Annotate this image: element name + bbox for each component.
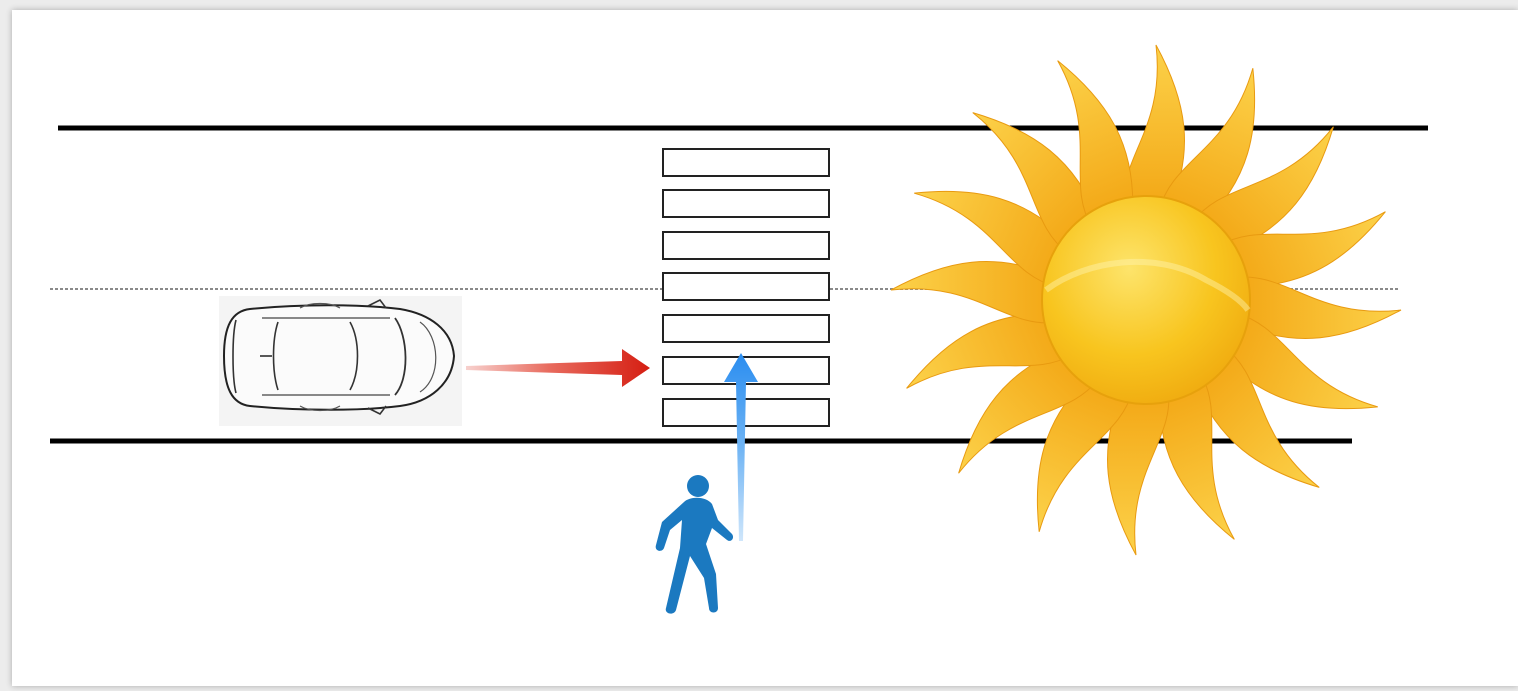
sun-ray bbox=[890, 261, 1059, 324]
crosswalk-stripe bbox=[662, 189, 830, 218]
car-direction-arrow bbox=[466, 349, 650, 387]
car-icon bbox=[219, 296, 462, 426]
sun-ray bbox=[1158, 372, 1235, 540]
sun-ray bbox=[1233, 276, 1402, 339]
sun-ray bbox=[1192, 126, 1334, 254]
sun-ray bbox=[1218, 211, 1386, 288]
sun-ray bbox=[1192, 346, 1320, 488]
pedestrian-icon bbox=[655, 475, 734, 614]
sun-ray bbox=[1036, 372, 1134, 532]
pedestrian-direction-arrow bbox=[724, 353, 758, 541]
crosswalk bbox=[662, 148, 830, 427]
sun-ray bbox=[958, 346, 1100, 474]
sun-ray bbox=[1107, 387, 1170, 556]
sun-ray bbox=[972, 112, 1100, 254]
sun-ray bbox=[1158, 68, 1256, 228]
sun-ray bbox=[906, 312, 1074, 389]
sun-ray bbox=[1218, 312, 1378, 410]
sun-ray bbox=[1057, 60, 1134, 228]
crosswalk-stripe bbox=[662, 398, 830, 427]
crosswalk-stripe bbox=[662, 314, 830, 343]
sun-icon bbox=[890, 44, 1402, 556]
sun-core bbox=[1041, 195, 1251, 405]
sun-ray bbox=[914, 190, 1074, 288]
crosswalk-stripe bbox=[662, 148, 830, 177]
crosswalk-stripe bbox=[662, 272, 830, 301]
crosswalk-stripe bbox=[662, 231, 830, 260]
